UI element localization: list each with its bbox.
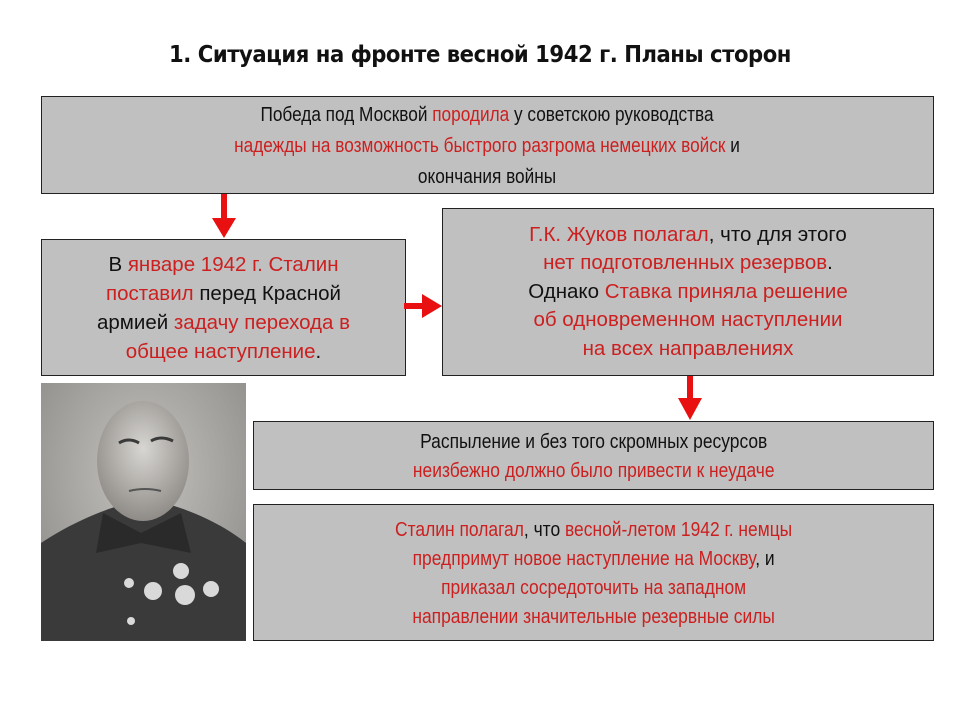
text-highlight: неизбежно должно было привести к неудаче bbox=[412, 458, 775, 482]
box-stalin-january: В январе 1942 г. Сталин поставил перед К… bbox=[41, 239, 406, 376]
text-highlight: поставил bbox=[106, 281, 194, 305]
text-highlight: на всех направлениях bbox=[582, 336, 794, 360]
text-highlight: общее наступление bbox=[125, 339, 316, 363]
text: , что bbox=[523, 517, 565, 541]
box-stalin-expectation: Сталин полагал, что весной-летом 1942 г.… bbox=[253, 504, 934, 641]
portrait-photo bbox=[41, 383, 246, 641]
text-highlight: Ставка приняла решение bbox=[604, 279, 848, 303]
arrow-down-icon bbox=[212, 194, 236, 238]
text-highlight: нет подготовленных резервов bbox=[543, 251, 828, 275]
box-resource-dispersion: Распыление и без того скромных ресурсов … bbox=[253, 421, 934, 490]
text: , и bbox=[755, 546, 775, 570]
slide-title: 1. Ситуация на фронте весной 1942 г. Пла… bbox=[169, 42, 791, 68]
text: у советскою руководства bbox=[509, 102, 715, 126]
arrow-down-icon bbox=[678, 376, 702, 420]
text-highlight: Сталин полагал bbox=[394, 517, 524, 541]
text: Победа под Москвой bbox=[260, 102, 433, 126]
text: армией bbox=[96, 310, 174, 334]
text-highlight: весной-летом 1942 г. немцы bbox=[564, 517, 793, 541]
arrow-right-icon bbox=[404, 294, 442, 318]
box-moscow-victory: Победа под Москвой породила у советскою … bbox=[41, 96, 934, 194]
text-highlight: надежды на возможность быстрого разгрома… bbox=[234, 133, 726, 157]
text-highlight: Г.К. Жуков полагал bbox=[529, 222, 709, 246]
text-highlight: об одновременном наступлении bbox=[533, 308, 843, 332]
text: В bbox=[108, 252, 128, 276]
text-highlight: приказал сосредоточить на западном bbox=[440, 575, 747, 599]
text: перед Красной bbox=[193, 281, 341, 305]
text-highlight: задачу перехода в bbox=[173, 310, 351, 334]
text-highlight: направлении значительные резервные силы bbox=[412, 604, 775, 628]
text: . bbox=[827, 251, 833, 275]
text-highlight: предпримут новое наступление на Москву bbox=[412, 546, 756, 570]
text-highlight: породила bbox=[432, 102, 510, 126]
text: , что для этого bbox=[708, 222, 847, 246]
text: Распыление и без того скромных ресурсов bbox=[419, 429, 768, 453]
text: . bbox=[315, 339, 322, 363]
text: Однако bbox=[528, 279, 605, 303]
box-zhukov-opinion: Г.К. Жуков полагал, что для этого нет по… bbox=[442, 208, 934, 376]
text: и bbox=[725, 133, 741, 157]
text: окончания войны bbox=[418, 164, 557, 188]
text-highlight: январе 1942 г. Сталин bbox=[127, 252, 339, 276]
